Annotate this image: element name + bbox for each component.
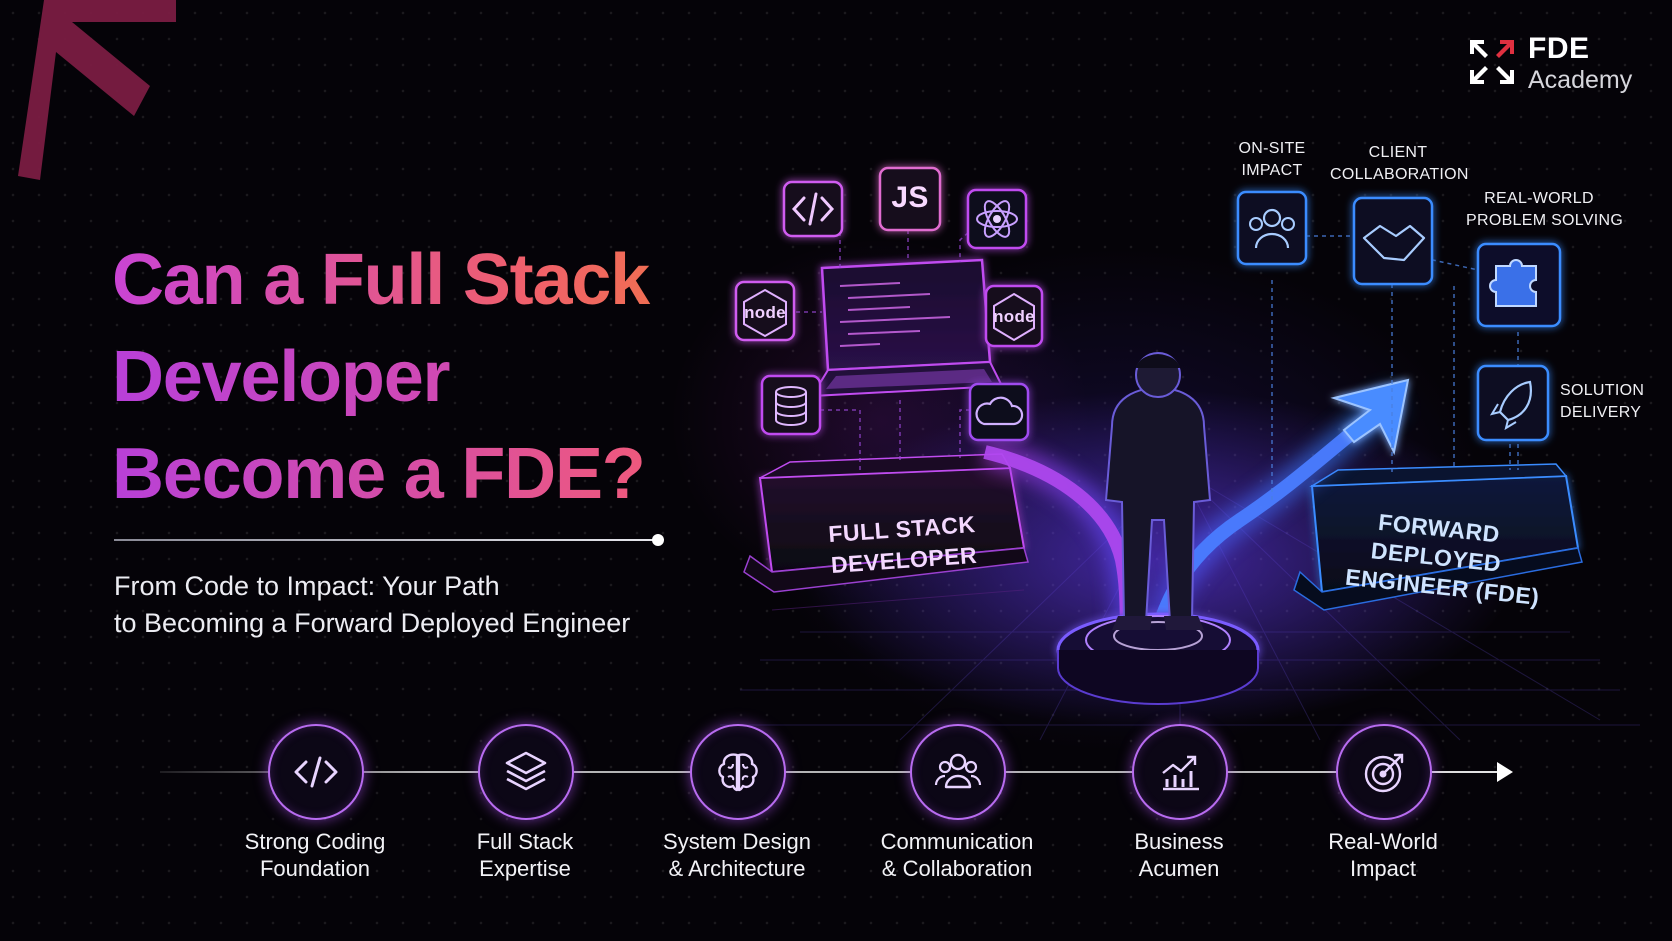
title-line-3: Become a FDE? xyxy=(112,426,672,523)
brand-name: FDE xyxy=(1528,32,1590,65)
skill-label-client-line-1: CLIENT xyxy=(1368,144,1428,161)
code-icon xyxy=(782,180,844,238)
handshake-icon xyxy=(1352,196,1434,286)
step-label-line-1: Communication xyxy=(880,829,1034,854)
target-icon xyxy=(1364,753,1404,793)
react-icon xyxy=(966,188,1028,250)
javascript-icon xyxy=(878,166,942,232)
step-label-line-1: Real-World xyxy=(1328,829,1438,854)
divider-dot xyxy=(652,534,664,546)
team-icon xyxy=(934,753,982,789)
node-label: node xyxy=(744,303,786,322)
central-platform xyxy=(1056,612,1260,705)
step-icon-circle xyxy=(690,724,786,820)
cloud-icon xyxy=(968,382,1030,442)
full-stack-pedestal xyxy=(743,453,1029,611)
subtitle-line-1: From Code to Impact: Your Path xyxy=(114,571,500,601)
step-icon-circle xyxy=(478,724,574,820)
code-icon xyxy=(294,756,338,788)
node-label: node xyxy=(993,307,1035,326)
nodejs-icon xyxy=(984,284,1044,348)
skill-label-on-site-line-1: ON-SITE xyxy=(1238,140,1306,157)
fde-logo-icon xyxy=(1470,40,1514,84)
step-label-line-2: Acumen xyxy=(1138,856,1220,881)
skill-label-solution-delivery: SOLUTION DELIVERY xyxy=(1560,380,1660,424)
laptop-icon xyxy=(810,258,1004,398)
up-arrow-icon xyxy=(1330,378,1410,456)
skill-label-problem-solving-line-2: PROBLEM SOLVING xyxy=(1466,212,1624,229)
step-label: Real-World Impact xyxy=(1288,828,1478,882)
skill-label-on-site-line-2: IMPACT xyxy=(1241,162,1303,179)
layers-icon xyxy=(505,751,547,791)
step-label: Strong Coding Foundation xyxy=(220,828,410,882)
full-stack-label: FULL STACK DEVELOPER xyxy=(824,509,982,582)
step-label-line-1: Full Stack xyxy=(476,829,574,854)
step-icon-circle xyxy=(1336,724,1432,820)
rocket-icon xyxy=(1476,364,1550,442)
step-label-line-1: System Design xyxy=(663,829,811,854)
growth-chart-icon xyxy=(1162,755,1199,791)
database-icon xyxy=(760,374,822,436)
step-label-line-2: Foundation xyxy=(259,856,371,881)
title-line-1: Can a Full Stack xyxy=(112,232,672,329)
skill-label-problem-solving-line-1: REAL-WORLD xyxy=(1484,190,1594,207)
step-label: Business Acumen xyxy=(1084,828,1274,882)
nodejs-icon xyxy=(734,280,796,342)
skill-label-problem-solving: REAL-WORLD PROBLEM SOLVING xyxy=(1466,188,1624,232)
brain-icon xyxy=(718,753,758,792)
corner-arrow-icon xyxy=(18,0,176,180)
steps-timeline xyxy=(160,771,1498,773)
step-icon-circle xyxy=(268,724,364,820)
subtitle: From Code to Impact: Your Path to Becomi… xyxy=(114,568,674,642)
step-label-line-2: Expertise xyxy=(479,856,571,881)
brand-subtitle: Academy xyxy=(1528,66,1633,94)
js-label: JS xyxy=(891,181,929,214)
subtitle-line-2: to Becoming a Forward Deployed Engineer xyxy=(114,608,631,638)
brand-logo: FDE Academy xyxy=(1466,32,1656,98)
page-title: Can a Full Stack Developer Become a FDE? xyxy=(112,232,672,523)
step-label: Communication & Collaboration xyxy=(862,828,1052,882)
skill-label-solution-delivery-line-1: SOLUTION xyxy=(1560,382,1645,399)
step-icon-circle xyxy=(1132,724,1228,820)
step-label: Full Stack Expertise xyxy=(430,828,620,882)
puzzle-icon xyxy=(1476,242,1562,328)
fde-label: FORWARD DEPLOYED ENGINEER (FDE) xyxy=(1344,505,1540,610)
skill-label-client: CLIENT COLLABORATION xyxy=(1330,142,1469,186)
step-icon-circle xyxy=(910,724,1006,820)
developer-figure xyxy=(1104,352,1212,630)
skill-label-client-line-2: COLLABORATION xyxy=(1330,166,1469,183)
fde-pedestal xyxy=(1293,463,1583,611)
step-label: System Design & Architecture xyxy=(642,828,832,882)
title-line-2: Developer xyxy=(112,329,672,426)
step-label-line-1: Strong Coding xyxy=(244,829,386,854)
skill-label-on-site: ON-SITE IMPACT xyxy=(1226,138,1318,182)
step-label-line-2: & Collaboration xyxy=(881,856,1033,881)
team-icon xyxy=(1236,190,1308,266)
timeline-arrow-icon xyxy=(1497,762,1513,782)
title-divider xyxy=(114,539,660,541)
skill-label-solution-delivery-line-2: DELIVERY xyxy=(1560,404,1642,421)
step-label-line-2: Impact xyxy=(1349,856,1417,881)
step-label-line-1: Business xyxy=(1134,829,1224,854)
step-label-line-2: & Architecture xyxy=(668,856,806,881)
